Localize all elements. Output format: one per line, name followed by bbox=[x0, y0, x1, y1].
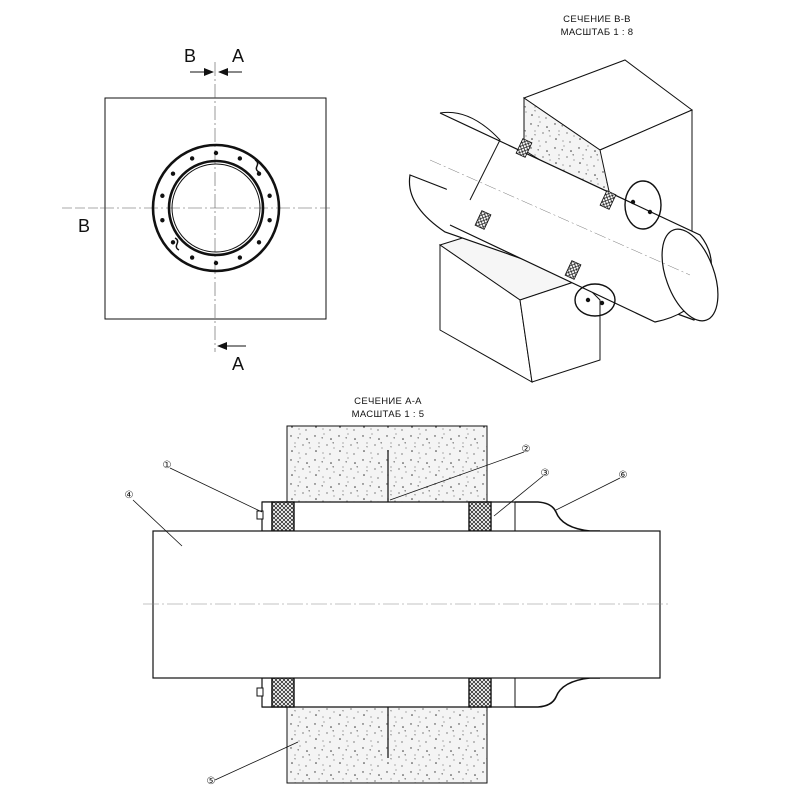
flange-inner bbox=[167, 159, 265, 257]
seal-left-lower bbox=[271, 677, 295, 708]
bolt-dot bbox=[213, 260, 219, 266]
iso-seal-4 bbox=[564, 260, 582, 280]
iso-flange-lower bbox=[574, 283, 616, 317]
bolt-dot bbox=[237, 255, 243, 260]
section-letter-a-top: A bbox=[232, 46, 244, 66]
iso-caption-line1: СЕЧЕНИЕ B-B bbox=[563, 14, 631, 25]
bolt-dot bbox=[267, 193, 272, 198]
bolt-dot bbox=[256, 240, 262, 245]
wall-outline bbox=[104, 97, 327, 320]
seal-left-upper bbox=[271, 501, 295, 532]
seal-right-lower bbox=[468, 677, 492, 708]
callout-4: ④ bbox=[125, 490, 134, 501]
iso-caption-line2: МАСШТАБ 1 : 8 bbox=[561, 27, 634, 38]
iso-seal-3 bbox=[474, 210, 492, 230]
pipe-inner bbox=[171, 163, 261, 253]
callout-1: ① bbox=[163, 460, 172, 471]
wall-block-lower bbox=[286, 706, 488, 784]
bolt-dot bbox=[267, 218, 272, 223]
flexible-sheath-upper bbox=[515, 501, 600, 532]
iso-flange-upper bbox=[624, 180, 662, 230]
iso-section-view: СЕЧЕНИЕ B-B МАСШТАБ 1 : 8 bbox=[408, 14, 719, 383]
bolt-dot bbox=[189, 255, 195, 260]
iso-seal-1 bbox=[515, 138, 533, 158]
top-view: B A B A bbox=[62, 46, 330, 374]
callout-6: ⑥ bbox=[619, 470, 628, 481]
section-letter-a-bottom: A bbox=[232, 354, 244, 374]
bolt-dot bbox=[160, 193, 165, 198]
bolt-dot bbox=[170, 240, 176, 245]
clamp-hook-lower bbox=[174, 237, 180, 251]
flexible-sheath-lower bbox=[515, 677, 600, 708]
callout-5: ⑤ bbox=[207, 776, 216, 787]
bolt-dot bbox=[170, 171, 176, 176]
bolt-dot bbox=[160, 218, 165, 223]
seal-right-upper bbox=[468, 501, 492, 532]
flange-outer bbox=[151, 143, 281, 273]
bolt-dot bbox=[237, 156, 243, 161]
bolt-dot bbox=[189, 156, 195, 161]
callout-leaders bbox=[132, 451, 621, 781]
pipe bbox=[152, 530, 661, 679]
bolt-dot bbox=[256, 171, 262, 176]
wall-block-upper bbox=[286, 425, 488, 503]
callout-2: ② bbox=[522, 444, 531, 455]
section-letter-b-left: B bbox=[78, 216, 90, 236]
section-letter-b-top: B bbox=[184, 46, 196, 66]
iso-seal-2 bbox=[599, 190, 617, 210]
section-caption-line2: МАСШТАБ 1 : 5 bbox=[352, 409, 425, 420]
bolt-dot bbox=[213, 150, 219, 156]
section-caption-line1: СЕЧЕНИЕ А-А bbox=[354, 396, 422, 407]
flange-bolts bbox=[160, 150, 272, 266]
lower-wall-block bbox=[438, 219, 601, 383]
clamp-hook-upper bbox=[254, 159, 260, 173]
callout-3: ③ bbox=[541, 468, 550, 479]
section-view: СЕЧЕНИЕ А-А МАСШТАБ 1 : 5 bbox=[125, 396, 668, 787]
